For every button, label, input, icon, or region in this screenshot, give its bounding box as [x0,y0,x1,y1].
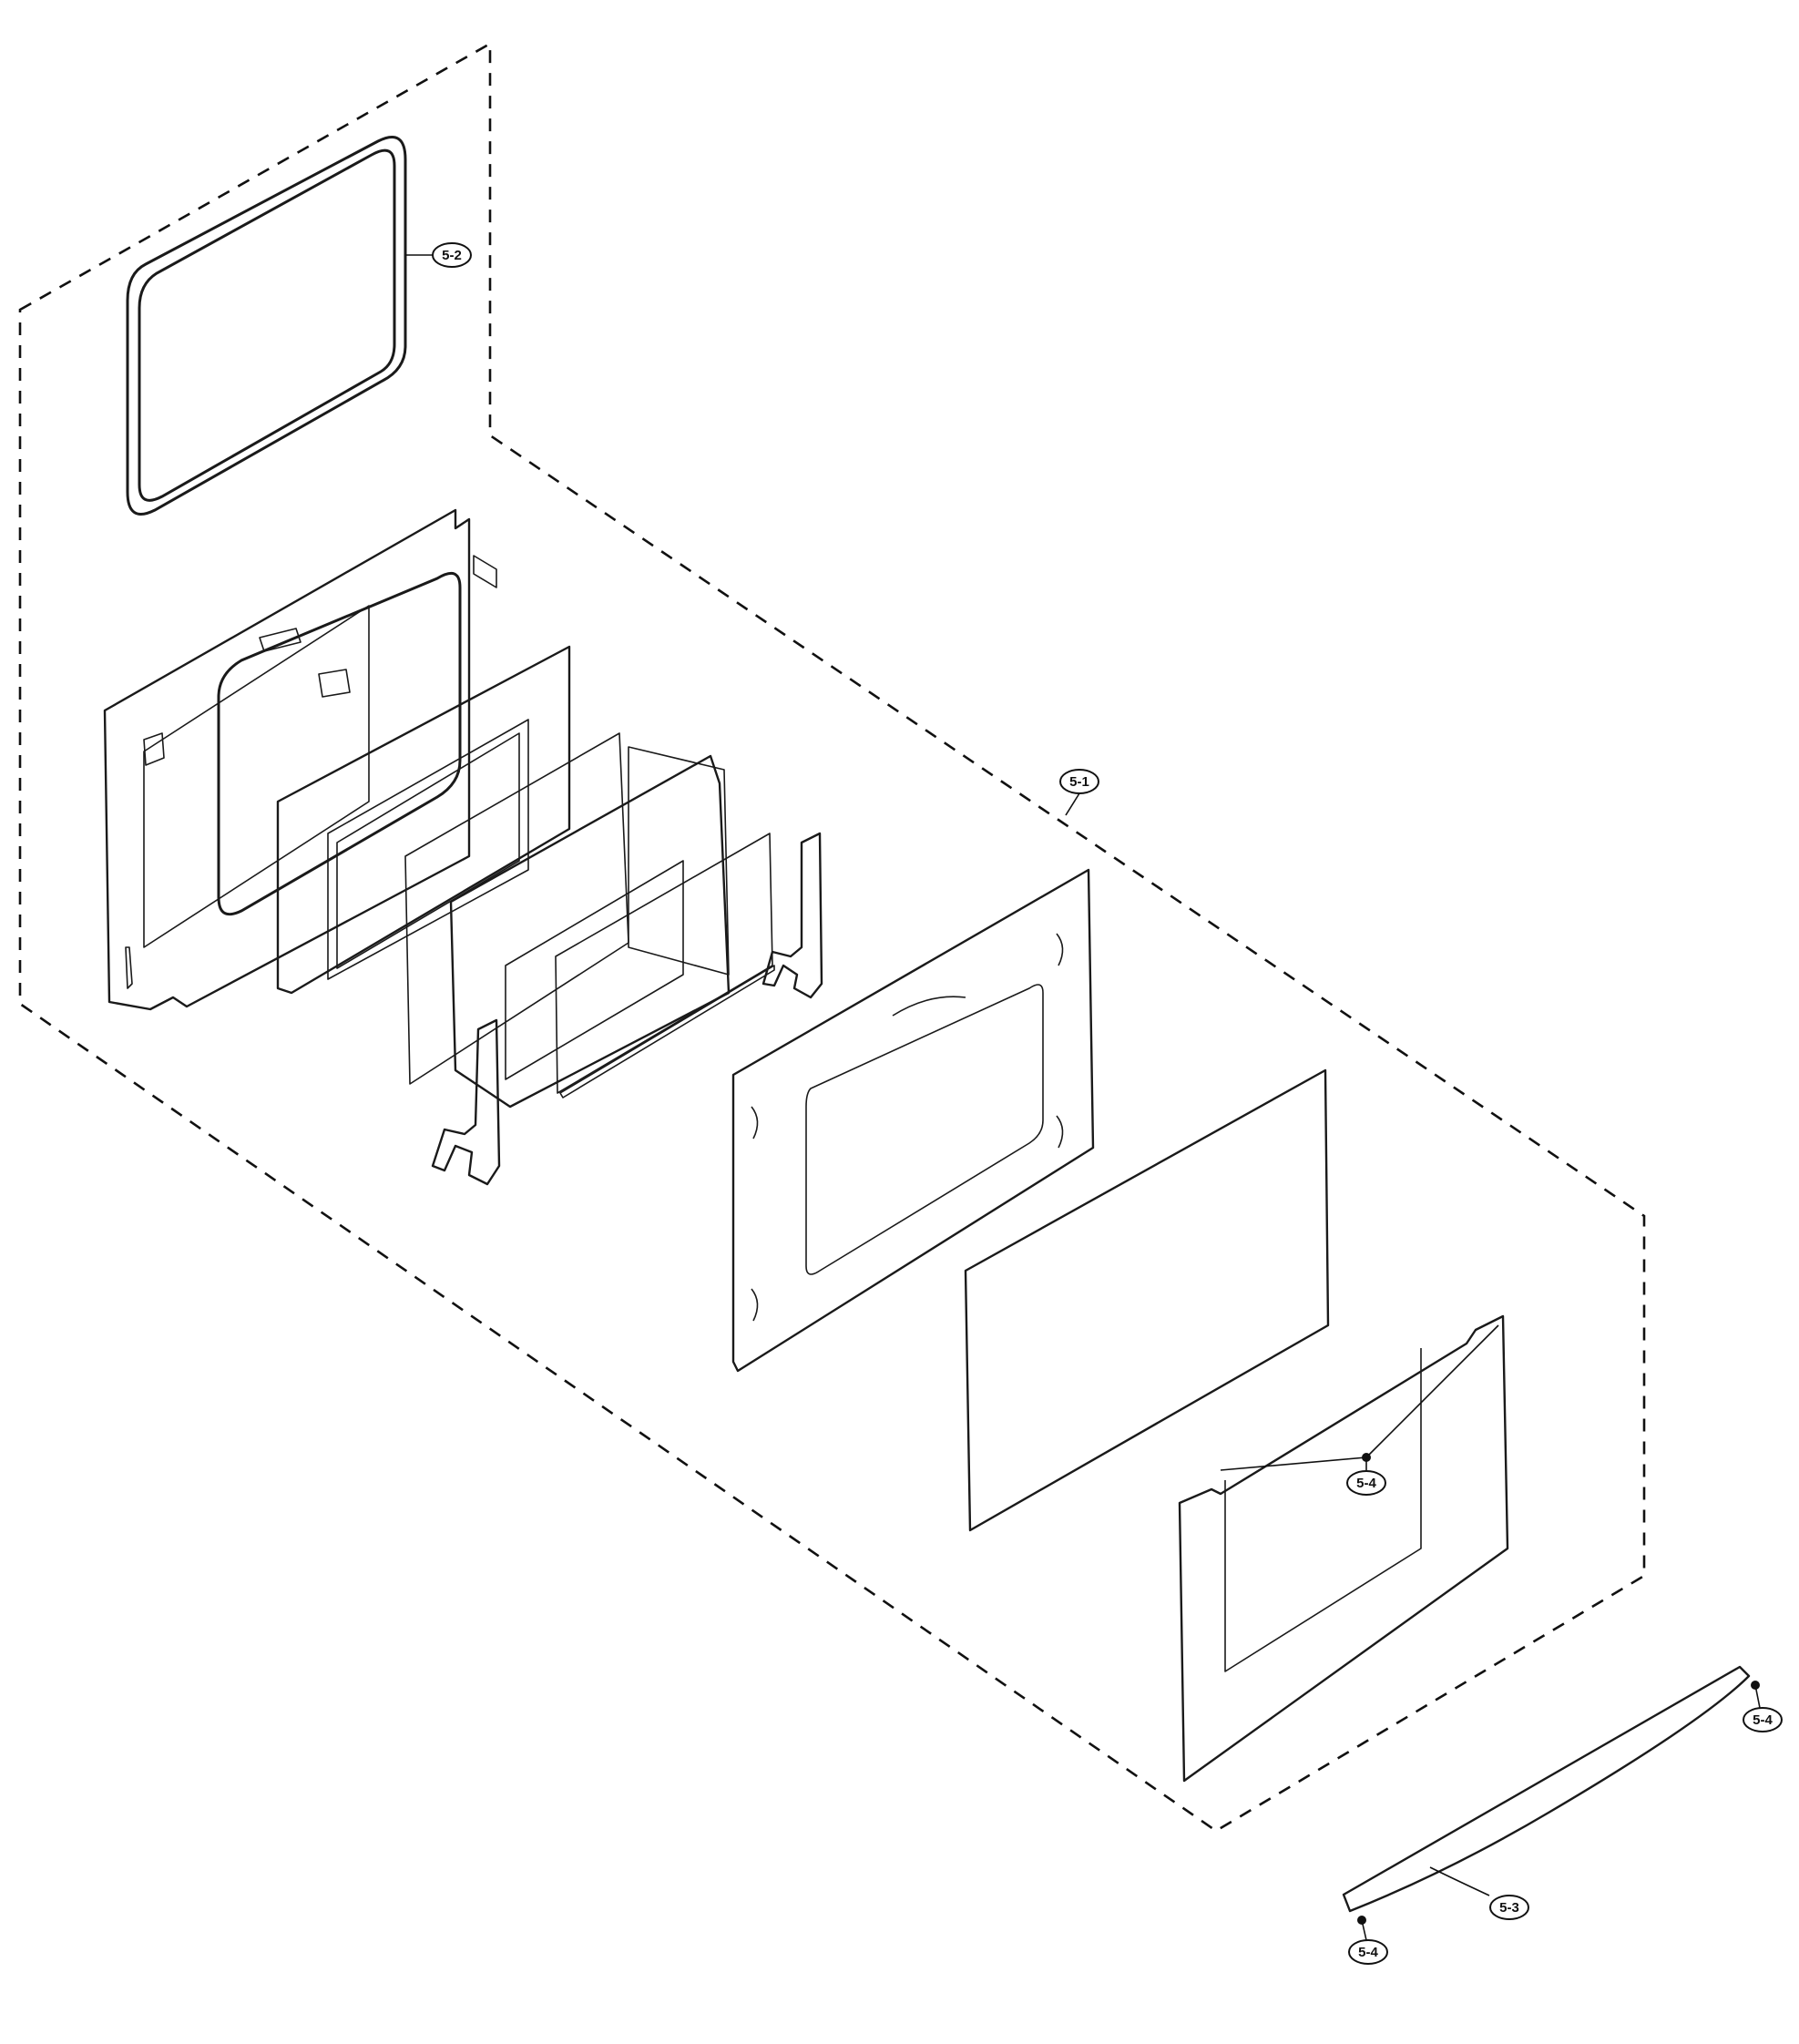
svg-text:5-4: 5-4 [1356,1476,1376,1491]
leader-5-4a [1220,1324,1499,1471]
leader-5-1 [1065,792,1080,816]
callout-5-3: 5-3 [1489,1895,1529,1920]
callout-5-2: 5-2 [432,242,472,268]
callout-5-4-right: 5-4 [1743,1707,1783,1732]
back-glass-panel [555,833,775,1099]
leader-5-3 [1429,1866,1490,1896]
inner-door-panel [103,508,497,1011]
svg-text:5-2: 5-2 [442,248,462,263]
leader-5-4b [1754,1684,1761,1709]
outer-door-panel [731,868,1095,1373]
part-5-3-handle-strip [1342,1665,1751,1913]
svg-text:5-4: 5-4 [1358,1945,1378,1960]
door-trim-panel [1178,1314,1509,1783]
callout-5-1: 5-1 [1059,769,1099,794]
callout-5-4-top: 5-4 [1346,1470,1386,1496]
hinge-right [762,832,823,999]
middle-frame [449,754,731,1109]
inner-window-gasket [217,571,462,916]
choke-frame [276,645,571,995]
svg-text:5-3: 5-3 [1499,1900,1519,1916]
part-5-2-gasket [126,136,407,516]
hinge-left [431,1018,501,1186]
callout-5-4-bottom: 5-4 [1348,1939,1388,1965]
outer-glass [964,1068,1330,1532]
assembly-boundary [18,41,1646,1833]
svg-text:5-4: 5-4 [1753,1712,1773,1728]
leader-5-4c [1361,1919,1367,1941]
svg-text:5-1: 5-1 [1069,774,1089,790]
